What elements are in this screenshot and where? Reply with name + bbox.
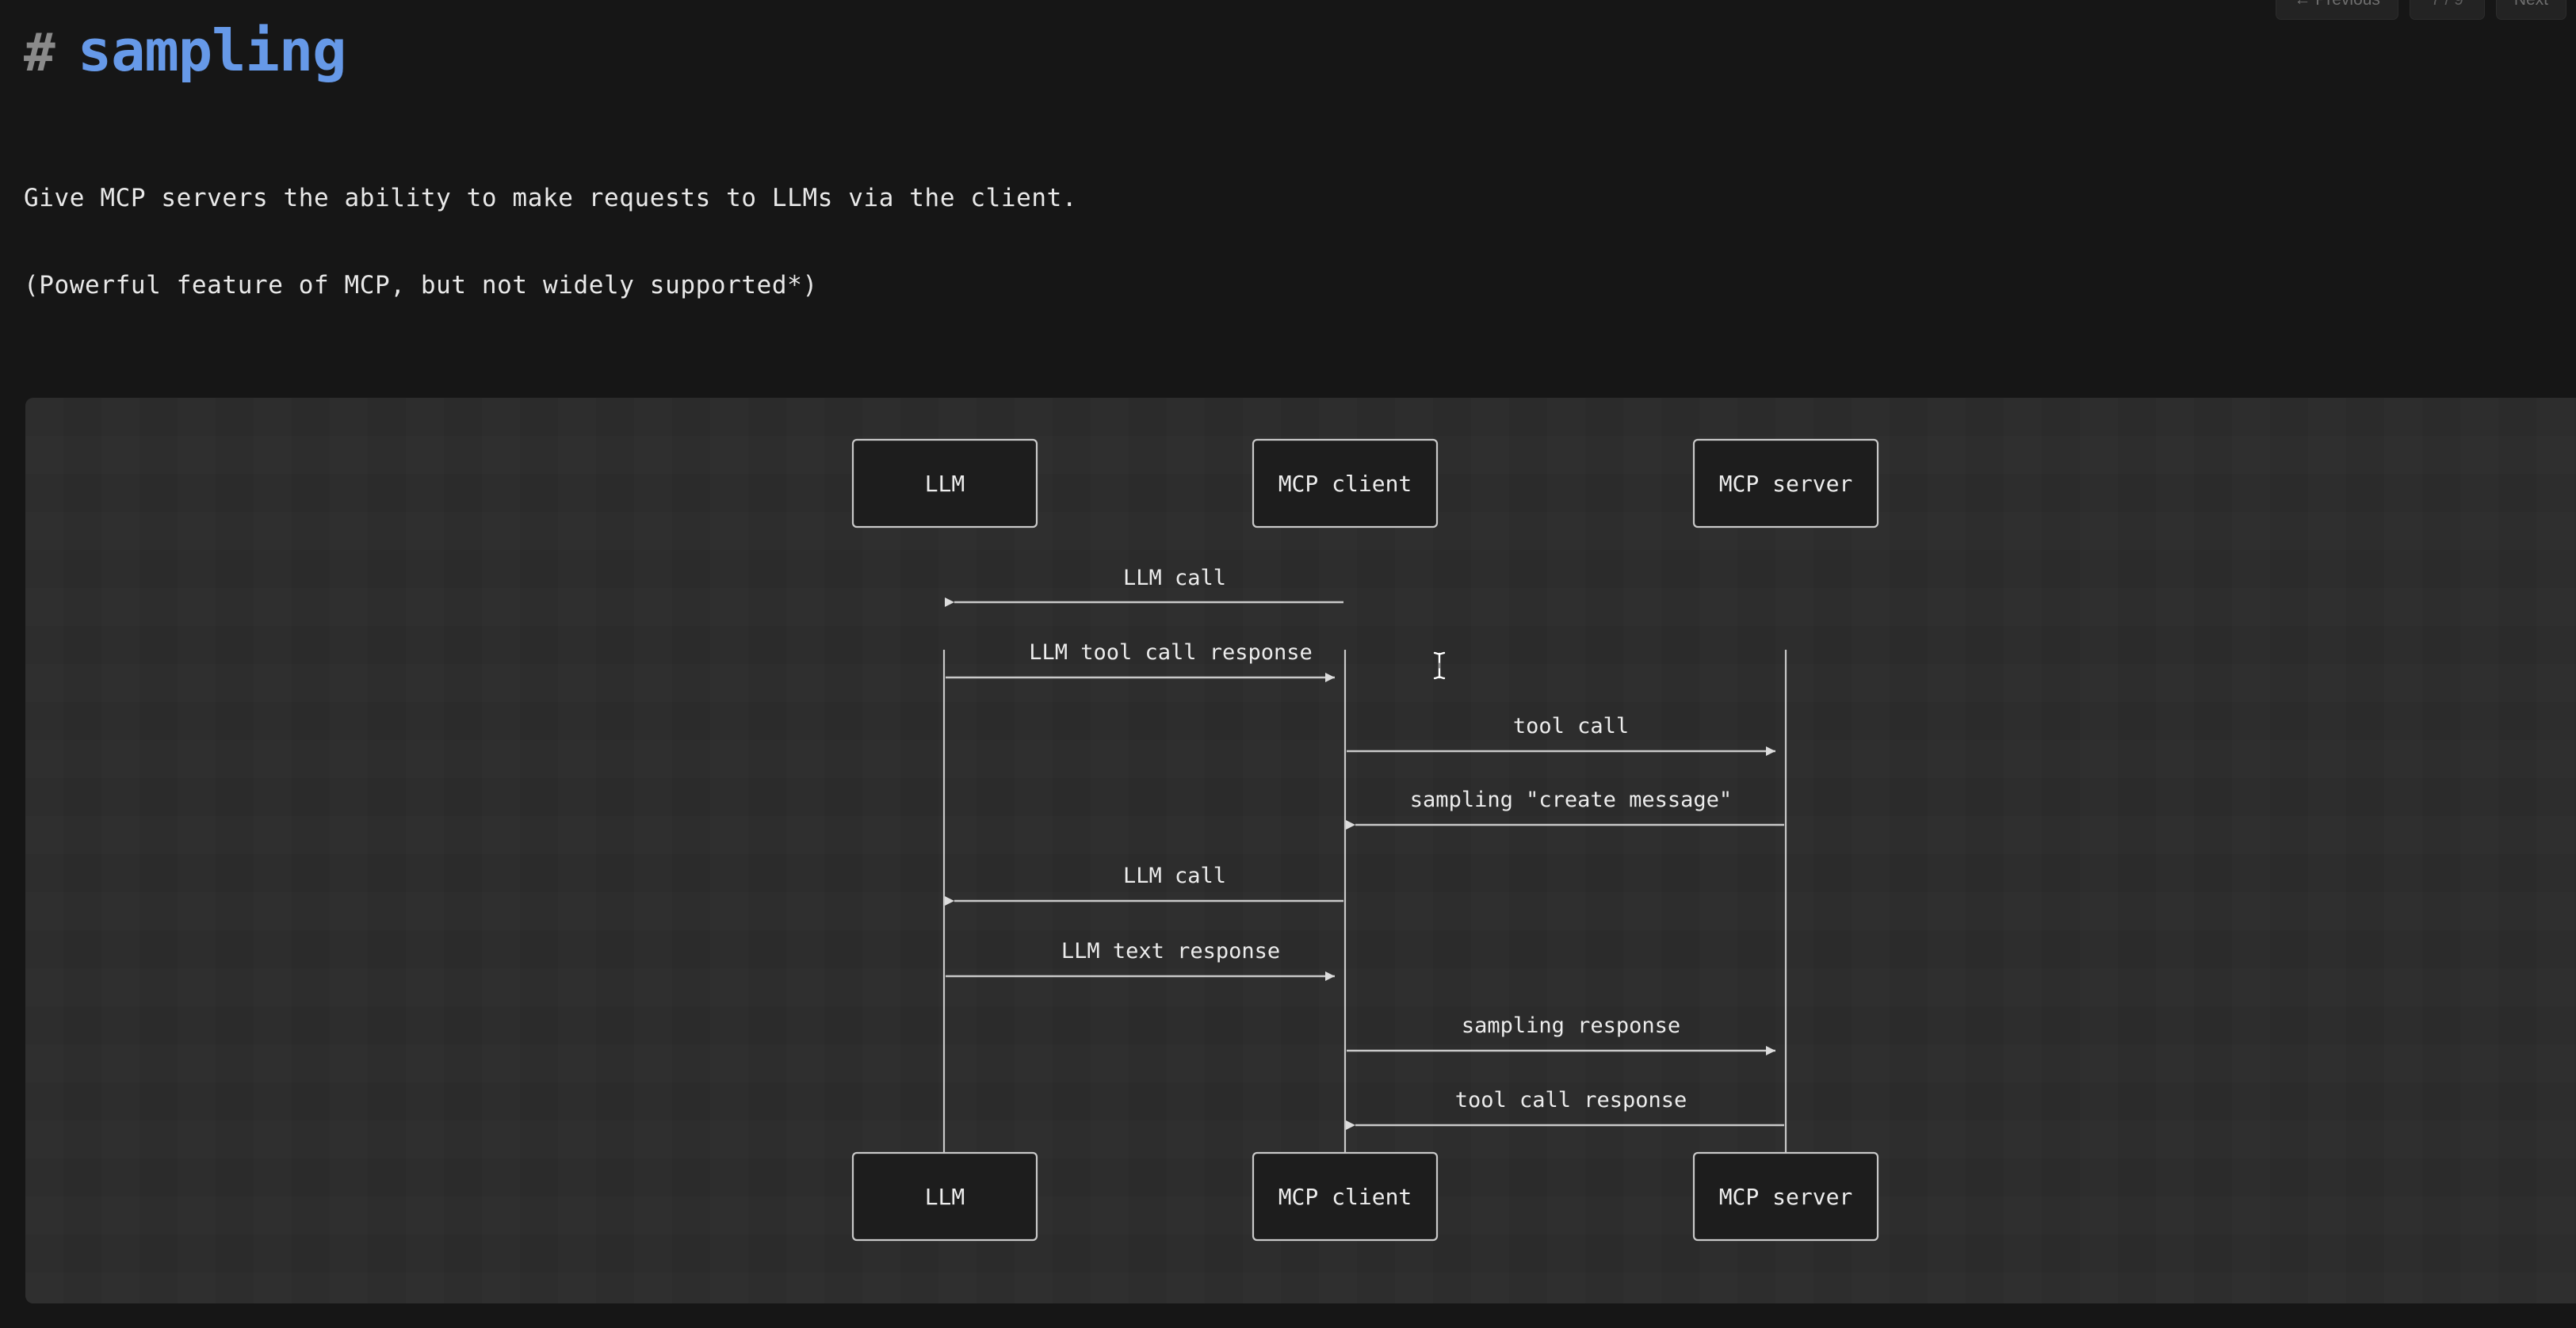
participant-box-server-top[interactable]: MCP server (1692, 438, 1879, 529)
description-paragraph-2: (Powerful feature of MCP, but not widely… (24, 271, 818, 300)
sequence-diagram-container: LLM MCP client MCP server LLM call LLM t… (25, 398, 2576, 1303)
participant-label-llm-bottom: LLM (925, 1184, 965, 1210)
message-4: sampling "create message" (1346, 788, 1784, 830)
participant-box-server-bottom[interactable]: MCP server (1692, 1151, 1879, 1242)
description-paragraph-1: Give MCP servers the ability to make req… (24, 184, 1078, 212)
participant-label-server-bottom: MCP server (1719, 1184, 1853, 1210)
message-label-2: LLM tool call response (1029, 640, 1313, 665)
message-label-3: tool call (1513, 714, 1629, 738)
previous-slide-button[interactable]: ← Previous (2276, 0, 2398, 20)
message-label-5: LLM call (1123, 864, 1226, 888)
message-6: LLM text response (946, 939, 1335, 981)
message-label-7: sampling response (1462, 1013, 1680, 1038)
participant-label-llm-top: LLM (925, 471, 965, 497)
message-2: LLM tool call response (946, 640, 1335, 682)
participant-label-server-top: MCP server (1719, 471, 1853, 497)
participant-box-llm-bottom[interactable]: LLM (851, 1151, 1038, 1242)
message-label-4: sampling "create message" (1410, 788, 1732, 812)
message-label-8: tool call response (1455, 1088, 1687, 1112)
message-label-1: LLM call (1123, 566, 1226, 590)
next-slide-button[interactable]: Next (2495, 0, 2566, 20)
participant-box-client-top[interactable]: MCP client (1252, 438, 1439, 529)
message-1: LLM call (945, 566, 1343, 607)
slide-navigation: ← Previous 7 / 9 Next (2276, 0, 2566, 20)
message-7: sampling response (1347, 1013, 1775, 1055)
participant-label-client-top: MCP client (1278, 471, 1412, 497)
participant-box-client-bottom[interactable]: MCP client (1252, 1151, 1439, 1242)
message-label-6: LLM text response (1061, 939, 1280, 964)
page-title-text: sampling (77, 17, 347, 84)
lifelines (942, 650, 1787, 1154)
message-5: LLM call (945, 864, 1343, 906)
hash-marker-icon: # (24, 22, 55, 83)
slide-counter: 7 / 9 (2409, 0, 2485, 20)
message-3: tool call (1347, 714, 1775, 756)
message-8: tool call response (1346, 1088, 1784, 1130)
page-title: # sampling (24, 17, 347, 84)
participant-label-client-bottom: MCP client (1278, 1184, 1412, 1210)
participant-box-llm-top[interactable]: LLM (851, 438, 1038, 529)
sequence-diagram: LLM MCP client MCP server LLM call LLM t… (851, 438, 1879, 1242)
